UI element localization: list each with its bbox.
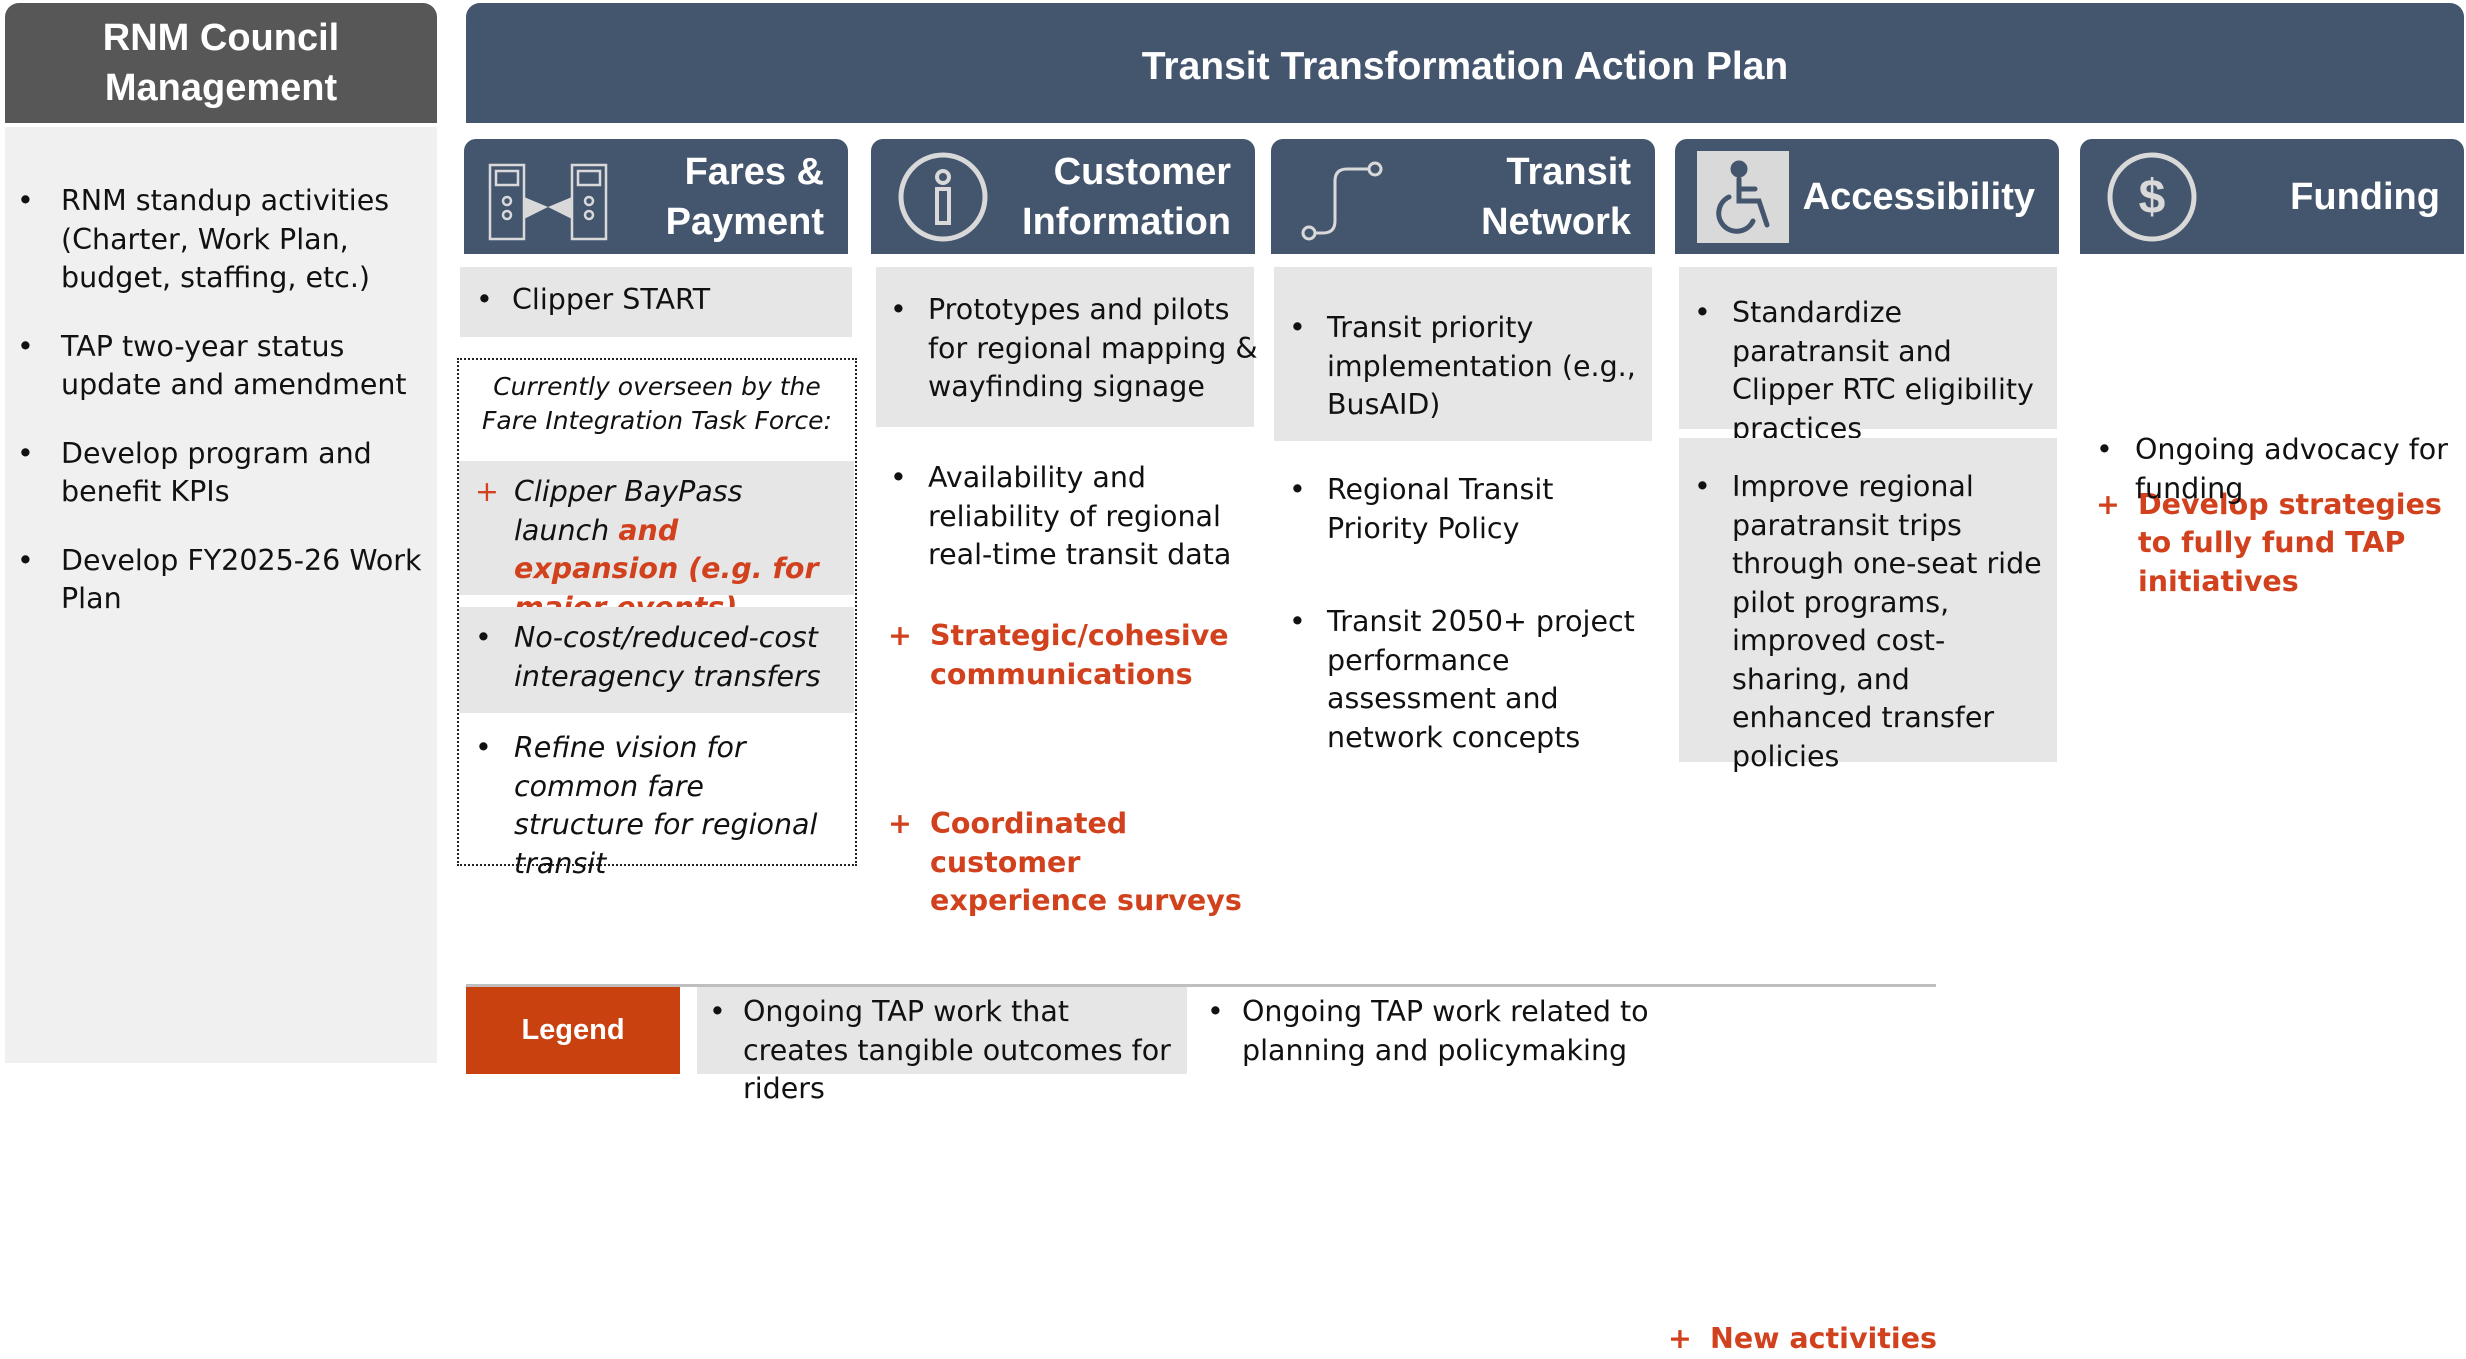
- funding-title: Funding: [2290, 175, 2440, 218]
- accessibility-item-paratransit: Improve regional paratransit trips throu…: [1732, 470, 2042, 773]
- bullet-glyph: •: [890, 461, 907, 494]
- customer-new-communications-text: Strategic/cohesive communications: [930, 619, 1229, 691]
- route-icon: [1301, 161, 1383, 241]
- network-item-priority-policy: Regional Transit Priority Policy: [1327, 473, 1554, 545]
- funding-header: $ Funding: [2080, 139, 2464, 254]
- fares-item-fare-structure: Refine vision for common fare structure …: [514, 731, 818, 880]
- customer-item-wayfinding: Prototypes and pilots for regional mappi…: [928, 293, 1258, 403]
- bullet-glyph: •: [1289, 605, 1306, 638]
- fares-new-clipper-baypass: Clipper BayPass launch and expansion (e.…: [514, 473, 846, 627]
- banner-title: Transit Transformation Action Plan: [1141, 45, 1789, 88]
- bullet-glyph: •: [890, 293, 907, 326]
- network-outcome-box: • Transit priority implementation (e.g.,…: [1274, 267, 1652, 441]
- info-icon: [898, 152, 988, 242]
- fares-transfer-box: • No-cost/reduced-cost interagency trans…: [459, 607, 854, 713]
- legend-new-activities: + New activities: [1652, 1320, 1952, 1359]
- fares-header: Fares & Payment: [464, 139, 848, 254]
- customer-item-realtime: Availability and reliability of regional…: [928, 461, 1232, 571]
- fare-integration-note: Currently overseen by the Fare Integrati…: [482, 372, 832, 435]
- bullet-glyph: •: [475, 621, 492, 654]
- bullet-glyph: •: [1289, 473, 1306, 506]
- fares-new-box: + Clipper BayPass launch and expansion (…: [459, 461, 854, 624]
- customer-info-title: Customer Information: [1022, 150, 1231, 243]
- accessibility-title: Accessibility: [1802, 175, 2035, 218]
- baypass-text: Clipper BayPass launch: [514, 475, 743, 547]
- transit-network-header: Transit Network: [1271, 139, 1655, 254]
- legend-label: Legend: [521, 1014, 625, 1046]
- bullet-glyph: •: [475, 731, 492, 764]
- plus-glyph: +: [1668, 1322, 1692, 1355]
- funding-new-strategies: + Develop strategies to fully fund TAP i…: [2080, 486, 2462, 602]
- bullet-glyph: •: [476, 283, 493, 316]
- legend-outcomes-swatch: • Ongoing TAP work that creates tangible…: [697, 987, 1187, 1105]
- legend-new-text: New activities: [1710, 1322, 1937, 1355]
- plus-glyph: +: [2096, 487, 2120, 521]
- network-item-2050: Transit 2050+ project performance assess…: [1327, 605, 1635, 754]
- fare-integration-group: Currently overseen by the Fare Integrati…: [457, 358, 857, 880]
- wheelchair-icon: [1697, 151, 1789, 243]
- bullet-glyph: •: [709, 995, 726, 1028]
- customer-outcome-box: • Prototypes and pilots for regional map…: [876, 267, 1258, 427]
- legend-planning-text: Ongoing TAP work related to planning and…: [1242, 995, 1649, 1067]
- legend-outcomes-text: Ongoing TAP work that creates tangible o…: [743, 995, 1171, 1105]
- fares-outcome-box: • Clipper START: [460, 267, 852, 337]
- council-management-header: RNM Council Management: [5, 3, 437, 123]
- plus-glyph: +: [888, 807, 912, 840]
- list-item: Develop program and benefit KPIs: [5, 435, 435, 512]
- council-management-title: RNM Council Management: [102, 16, 340, 109]
- network-item-priority-implementation: Transit priority implementation (e.g., B…: [1327, 311, 1636, 421]
- plus-glyph: +: [888, 619, 912, 652]
- accessibility-item-eligibility: Standardize paratransit and Clipper RTC …: [1732, 296, 2034, 445]
- fare-gates-icon: [488, 163, 608, 241]
- list-item: Develop FY2025-26 Work Plan: [5, 542, 435, 619]
- legend-label-box: Legend: [466, 987, 680, 1074]
- bullet-glyph: •: [1289, 311, 1306, 344]
- customer-new-surveys-text: Coordinated customer experience surveys: [930, 807, 1242, 917]
- dollar-icon: $: [2107, 152, 2197, 242]
- funding-new-strategies-text: Develop strategies to fully fund TAP ini…: [2138, 487, 2442, 598]
- council-management-panel: RNM standup activities (Charter, Work Pl…: [5, 127, 437, 1063]
- customer-info-header: Customer Information: [871, 139, 1255, 254]
- fares-item-clipper-start: Clipper START: [512, 283, 711, 316]
- bullet-glyph: •: [1694, 296, 1711, 329]
- accessibility-header: Accessibility: [1675, 139, 2059, 254]
- plus-glyph: +: [475, 475, 499, 508]
- bullet-glyph: •: [1694, 470, 1711, 503]
- funding-item-advocacy: Ongoing advocacy for funding: [2135, 433, 2448, 505]
- customer-new-communications: + Strategic/cohesive communications: [872, 617, 1252, 694]
- council-management-list: RNM standup activities (Charter, Work Pl…: [5, 182, 435, 649]
- list-item: TAP two-year status update and amendment: [5, 328, 435, 405]
- transit-network-title: Transit Network: [1481, 150, 1631, 243]
- bullet-glyph: •: [2096, 433, 2113, 466]
- tap-banner: Transit Transformation Action Plan: [466, 3, 2464, 123]
- fares-item-transfers: No-cost/reduced-cost interagency transfe…: [514, 621, 821, 693]
- legend-divider: [466, 984, 1936, 987]
- list-item: RNM standup activities (Charter, Work Pl…: [5, 182, 435, 298]
- svg-text:$: $: [2139, 171, 2166, 224]
- accessibility-outcome-box: • Standardize paratransit and Clipper RT…: [1679, 267, 2057, 445]
- customer-new-surveys: + Coordinated customer experience survey…: [872, 805, 1252, 921]
- fares-title: Fares & Payment: [665, 150, 824, 243]
- bullet-glyph: •: [1207, 995, 1224, 1028]
- accessibility-paratransit-box: • Improve regional paratransit trips thr…: [1679, 438, 2057, 773]
